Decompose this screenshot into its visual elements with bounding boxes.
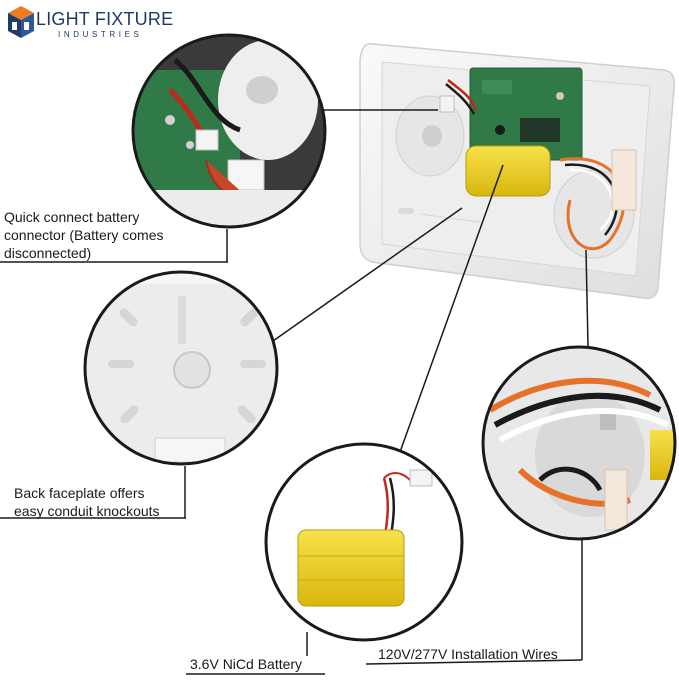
caption-line: 120V/277V Installation Wires	[378, 646, 558, 662]
caption-battery: 3.6V NiCd Battery	[190, 655, 302, 673]
brand-logo: LIGHT FIXTURE INDUSTRIES	[6, 4, 181, 44]
caption-line: disconnected)	[4, 245, 92, 261]
caption-line: Quick connect battery	[4, 209, 140, 225]
detail-circle-connector	[131, 33, 327, 229]
detail-circle-faceplate	[83, 270, 279, 466]
caption-line: connector (Battery comes	[4, 227, 164, 243]
leader-lines	[184, 109, 589, 665]
brand-name: LIGHT FIXTURE	[36, 9, 174, 29]
caption-wires: 120V/277V Installation Wires	[378, 645, 558, 663]
battery-pack-installed	[465, 145, 551, 197]
brand-subtitle: INDUSTRIES	[58, 30, 143, 39]
detail-circle-battery	[264, 442, 464, 642]
battery-cells	[297, 529, 405, 607]
caption-line: easy conduit knockouts	[14, 503, 160, 519]
caption-faceplate: Back faceplate offers easy conduit knock…	[14, 484, 160, 520]
detail-circle-wires	[481, 345, 677, 541]
caption-line: 3.6V NiCd Battery	[190, 656, 303, 672]
caption-underlines	[0, 261, 325, 675]
caption-battery-connector: Quick connect battery connector (Battery…	[4, 208, 164, 262]
emergency-light-housing	[359, 43, 676, 300]
cube-logo-icon	[8, 6, 34, 38]
caption-line: Back faceplate offers	[14, 485, 145, 501]
